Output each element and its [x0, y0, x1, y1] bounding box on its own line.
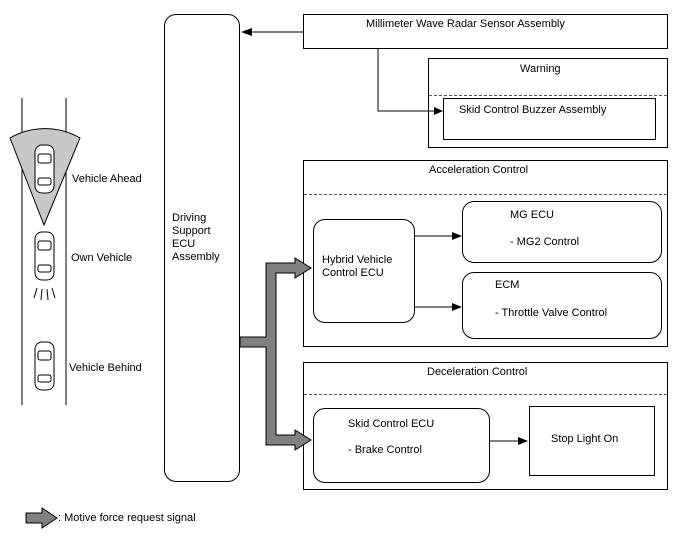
legend-arrow-icon: [25, 507, 58, 529]
vehicle-behind-label: Vehicle Behind: [69, 362, 142, 374]
stop-light-label: Stop Light On: [551, 433, 619, 445]
legend-label: : Motive force request signal: [58, 512, 196, 524]
radar-to-ecu-arrowhead: [241, 28, 252, 36]
ecm-title: ECM: [495, 279, 520, 291]
skid-control-ecu-detail: - Brake Control: [348, 444, 422, 456]
driving-support-ecu-label-3: ECU: [172, 238, 196, 250]
ecm-box: [462, 272, 662, 339]
radar-sensor-label: Millimeter Wave Radar Sensor Assembly: [366, 18, 565, 30]
vehicle-behind-icon: [34, 341, 55, 391]
vehicle-ahead-icon: [34, 144, 55, 194]
driving-support-ecu-label-1: Driving: [172, 212, 207, 224]
warning-title: Warning: [520, 63, 561, 75]
driving-support-ecu-label-4: Assembly: [172, 251, 220, 263]
stop-light-box: [529, 406, 655, 476]
buzzer-box: [443, 98, 656, 140]
hv-to-ecm-arrowhead: [452, 303, 462, 311]
deceleration-control-title: Deceleration Control: [427, 366, 528, 378]
radar-to-buzzer-line: [377, 49, 436, 112]
driving-support-ecu-label-2: Support: [172, 225, 211, 237]
motive-force-arrow: [239, 257, 312, 451]
buzzer-label: Skid Control Buzzer Assembly: [459, 104, 607, 116]
own-vehicle-label: Own Vehicle: [71, 252, 133, 264]
hybrid-vehicle-ecu-label-1: Hybrid Vehicle: [322, 254, 393, 266]
deceleration-divider: [304, 394, 667, 395]
radar-sensor-box: [303, 14, 668, 49]
hybrid-vehicle-ecu-box: [313, 219, 415, 323]
radar-to-buzzer-arrowhead: [434, 107, 443, 115]
mg-ecu-detail: - MG2 Control: [510, 236, 580, 248]
hybrid-vehicle-ecu-label-2: Control ECU: [322, 267, 384, 279]
driving-support-ecu-box: [164, 14, 240, 482]
acceleration-control-title: Acceleration Control: [429, 164, 529, 176]
warning-divider: [429, 95, 667, 96]
acceleration-divider: [304, 194, 667, 195]
skid-control-ecu-title: Skid Control ECU: [348, 418, 435, 430]
hv-to-mg-arrowhead: [452, 232, 462, 240]
skid-control-ecu-box: [313, 408, 490, 483]
vehicle-ahead-label: Vehicle Ahead: [72, 173, 142, 185]
skid-to-stoplight-arrowhead: [518, 437, 528, 445]
mg-ecu-title: MG ECU: [510, 209, 554, 221]
ecm-detail: - Throttle Valve Control: [495, 307, 608, 319]
mg-ecu-box: [462, 201, 662, 263]
own-vehicle-icon: [33, 231, 56, 301]
